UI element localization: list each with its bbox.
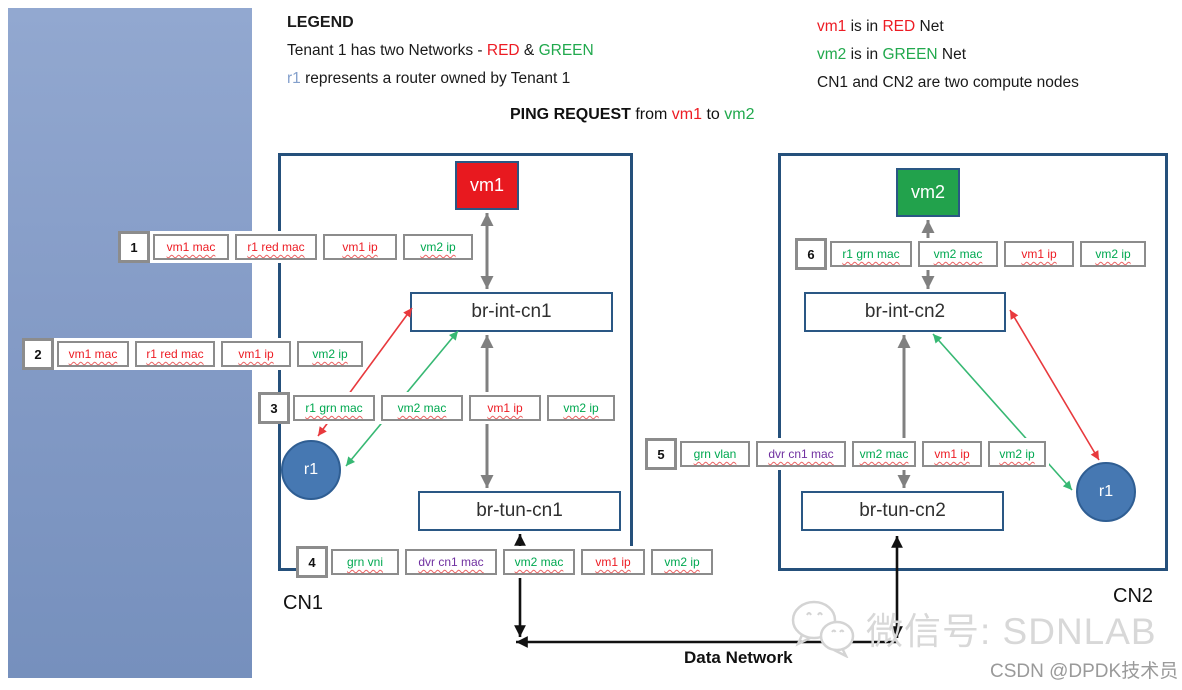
packet-field: vm1 ip [469,395,541,421]
packet-field: vm2 ip [988,441,1046,467]
packet-number: 1 [121,234,147,260]
packet-field: vm1 ip [1004,241,1074,267]
packet-field: vm1 ip [581,549,645,575]
wechat-watermark: 微信号: SDNLAB [788,598,1157,658]
packet-field: vm1 mac [57,341,129,367]
legend-title: LEGEND [287,14,354,31]
note-compute-nodes: CN1 and CN2 are two compute nodes [817,74,1079,91]
packet-number: 3 [261,395,287,421]
wechat-icon [791,600,855,658]
packet-field: vm2 mac [852,441,916,467]
packet-field: vm1 ip [922,441,982,467]
packet-field: vm2 ip [1080,241,1146,267]
note-vm1: vm1 is in RED Net [817,18,944,35]
router-r1-cn1: r1 [281,440,341,500]
packet-field: r1 red mac [235,234,317,260]
packet-field: vm2 ip [403,234,473,260]
packet-number: 4 [299,549,325,575]
note-vm2: vm2 is in GREEN Net [817,46,967,63]
bridge-br-tun-cn1: br-tun-cn1 [418,491,621,531]
packet-field: vm2 ip [651,549,713,575]
packet-number: 6 [798,241,824,267]
packet-field: vm1 ip [221,341,291,367]
packet-field: vm2 mac [381,395,463,421]
packet-number: 2 [25,341,51,367]
packet-field: r1 red mac [135,341,215,367]
csdn-watermark: CSDN @DPDK技术员 [990,661,1179,682]
data-network-label: Data Network [684,648,793,667]
packet-field: vm2 ip [297,341,363,367]
packet-field: vm1 mac [153,234,229,260]
arrow-head [891,626,903,638]
legend-line-networks: Tenant 1 has two Networks - RED & GREEN [287,42,594,59]
compute-node-cn2-box [778,153,1168,571]
cn1-label: CN1 [283,592,324,614]
packet-field: grn vlan [680,441,750,467]
legend-r1-word: r1 [287,70,301,87]
router-r1-cn2: r1 [1076,462,1136,522]
ping-request-caption: PING REQUEST from vm1 to vm2 [510,106,755,123]
packet-field: vm2 mac [918,241,998,267]
packet-field: vm1 ip [323,234,397,260]
packet-field: dvr cn1 mac [756,441,846,467]
vm2-node: vm2 [896,168,960,217]
packet-field: dvr cn1 mac [405,549,497,575]
legend-red-word: RED [486,42,520,59]
bridge-br-int-cn2: br-int-cn2 [804,292,1006,332]
arrow-head [516,636,528,648]
notes-block: vm1 is in RED Net vm2 is in GREEN Net CN… [817,13,1079,97]
legend-line-router: r1 represents a router owned by Tenant 1 [287,70,571,87]
packet-field: vm2 mac [503,549,575,575]
packet-field: r1 grn mac [293,395,375,421]
packet-field: vm2 ip [547,395,615,421]
legend-block: LEGEND Tenant 1 has two Networks - RED &… [287,9,594,93]
packet-field: grn vni [331,549,399,575]
packet-field: r1 grn mac [830,241,912,267]
bridge-br-tun-cn2: br-tun-cn2 [801,491,1004,531]
legend-green-word: GREEN [538,42,594,59]
cn2-label: CN2 [1113,585,1154,607]
vm1-node: vm1 [455,161,519,210]
arrow-head [514,625,526,637]
bridge-br-int-cn1: br-int-cn1 [410,292,613,332]
packet-number: 5 [648,441,674,467]
